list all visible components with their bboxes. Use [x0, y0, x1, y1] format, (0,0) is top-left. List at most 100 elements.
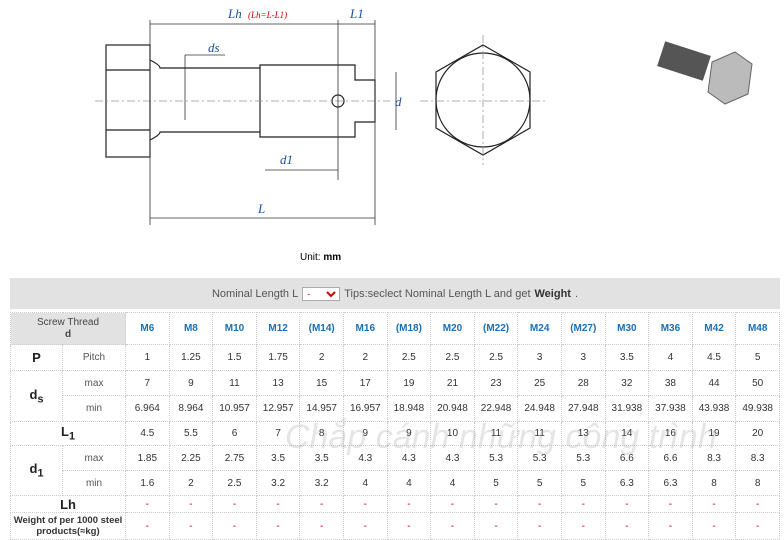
row-symbol: P: [10, 344, 63, 371]
table-cell: 8.3: [691, 445, 737, 471]
table-cell: 20.948: [430, 395, 475, 422]
table-cell: 5.3: [517, 445, 562, 471]
table-cell: -: [212, 495, 257, 513]
row-symbol-text: d1: [29, 461, 44, 480]
table-cell: -: [691, 495, 737, 513]
table-cell: 32: [604, 370, 650, 396]
row-symbol-text: P: [32, 350, 41, 365]
table-cell: 14.957: [299, 395, 344, 422]
table-cell: 4.3: [430, 445, 475, 471]
table-cell: 12.957: [255, 395, 301, 422]
row-symbol: Lh: [9, 495, 127, 513]
row-subtype: Pitch: [61, 344, 127, 371]
table-cell: 19: [691, 421, 737, 446]
table-cell: 44: [691, 370, 737, 396]
table-cell: 11: [517, 421, 562, 446]
column-header: (M27): [560, 312, 606, 345]
row-symbol-text: Lh: [60, 496, 76, 512]
table-cell: 1: [125, 344, 170, 371]
table-cell: -: [517, 512, 562, 540]
table-cell: 8.964: [168, 395, 214, 422]
row-subtype: max: [61, 445, 127, 471]
table-cell: 9: [168, 370, 214, 396]
table-cell: 24.948: [517, 395, 562, 422]
table-cell: -: [473, 495, 519, 513]
l1-label: L1: [349, 6, 364, 21]
table-row: Lh---------------: [9, 495, 780, 513]
row-symbol: ds: [10, 370, 63, 422]
table-cell: 22.948: [473, 395, 519, 422]
l-label: L: [257, 201, 265, 216]
table-cell: 5: [517, 470, 562, 496]
table-cell: 2.5: [386, 344, 432, 371]
table-cell: 3.5: [604, 344, 650, 371]
table-cell: 3.2: [299, 470, 344, 496]
table-cell: 27.948: [560, 395, 606, 422]
column-header: (M22): [473, 312, 519, 345]
screw-thread-symbol: d: [64, 328, 72, 340]
table-cell: -: [125, 495, 170, 513]
table-cell: 4.3: [342, 445, 388, 471]
column-header: M16: [342, 312, 388, 345]
table-cell: -: [342, 495, 388, 513]
nominal-length-select[interactable]: -: [302, 286, 341, 301]
table-cell: 9: [386, 421, 432, 446]
table-cell: -: [168, 512, 214, 540]
column-header: M36: [648, 312, 693, 345]
row-symbol: d1: [10, 445, 63, 496]
table-cell: 8.3: [735, 445, 780, 471]
ds-label: ds: [208, 40, 220, 55]
table-cell: 6.6: [648, 445, 693, 471]
table-cell: 8: [735, 470, 780, 496]
tips-bold: Weight: [534, 287, 571, 300]
d1-label: d1: [280, 152, 293, 167]
table-cell: 6: [212, 421, 257, 446]
table-cell: 4.3: [386, 445, 432, 471]
column-header: M20: [430, 312, 475, 345]
nominal-length-label: Nominal Length L: [211, 287, 299, 300]
table-cell: -: [560, 495, 606, 513]
screw-thread-label: Screw Thread: [36, 316, 100, 328]
table-cell: -: [168, 495, 214, 513]
table-cell: 4.5: [125, 421, 170, 446]
table-cell: 2.75: [212, 445, 257, 471]
table-cell: -: [560, 512, 606, 540]
row-subtype: min: [61, 470, 127, 496]
table-cell: -: [691, 512, 737, 540]
table-cell: 2: [299, 344, 344, 371]
table-cell: -: [735, 512, 780, 540]
column-header: M10: [212, 312, 257, 345]
tips-end: .: [574, 287, 579, 300]
table-cell: -: [604, 512, 650, 540]
d-label: d: [395, 94, 402, 109]
table-cell: 7: [255, 421, 301, 446]
row-symbol: Weight of per 1000 steel products(≈kg): [9, 512, 127, 540]
table-cell: -: [604, 495, 650, 513]
table-cell: -: [125, 512, 170, 540]
column-header: M12: [255, 312, 301, 345]
table-cell: 2.5: [430, 344, 475, 371]
row-subtype: min: [61, 395, 127, 422]
table-cell: -: [255, 512, 301, 540]
table-cell: 31.938: [604, 395, 650, 422]
unit-note: Unit: mm: [300, 252, 341, 263]
table-cell: -: [342, 512, 388, 540]
table-cell: 4: [342, 470, 388, 496]
table-cell: -: [430, 495, 475, 513]
table-cell: 14: [604, 421, 650, 446]
table-cell: -: [648, 512, 693, 540]
table-cell: 23: [473, 370, 519, 396]
table-cell: -: [430, 512, 475, 540]
table-cell: 3.2: [255, 470, 301, 496]
table-cell: 8: [299, 421, 344, 446]
table-cell: 6.6: [604, 445, 650, 471]
table-cell: 11: [473, 421, 519, 446]
table-cell: 25: [517, 370, 562, 396]
table-cell: 1.75: [255, 344, 301, 371]
table-cell: 3: [560, 344, 606, 371]
column-header: M24: [517, 312, 562, 345]
